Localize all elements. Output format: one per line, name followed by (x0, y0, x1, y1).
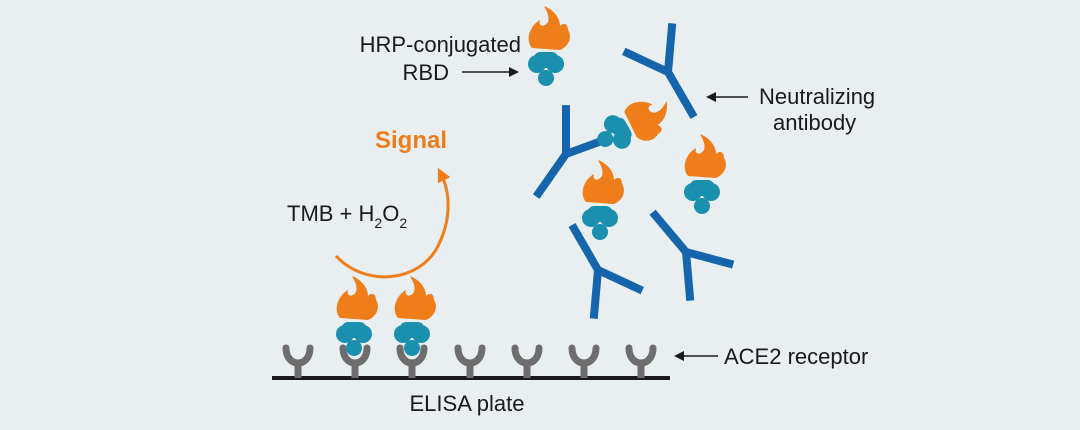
tmb-subscript-2: 2 (399, 215, 407, 231)
elisa-plate-label: ELISA plate (410, 391, 525, 416)
ace2-receptor-row (286, 348, 653, 378)
neutralizing-antibody-label-line1: Neutralizing (759, 84, 875, 109)
hrp-rbd-label-line2: RBD (403, 60, 449, 85)
signal-arrow (334, 167, 451, 279)
neutralizing-antibody-label-line2: antibody (773, 110, 856, 135)
receptor-bound-rbd-1 (336, 276, 378, 356)
tmb-h2o2-label: TMB + H2O2 (287, 201, 407, 231)
antibody-rbd-bound-center (548, 160, 642, 319)
antibody-rbd-bound-right (631, 134, 733, 301)
receptor-bound-rbd-2 (394, 276, 436, 356)
signal-label: Signal (375, 127, 447, 154)
ace2-receptor-label: ACE2 receptor (724, 344, 868, 369)
tmb-oxygen: O (382, 201, 399, 226)
free-hrp-rbd-complex (528, 6, 570, 86)
tmb-subscript-1: 2 (374, 215, 382, 231)
tmb-prefix: TMB + H (287, 201, 374, 226)
hrp-rbd-label-line1: HRP-conjugated (360, 32, 521, 57)
